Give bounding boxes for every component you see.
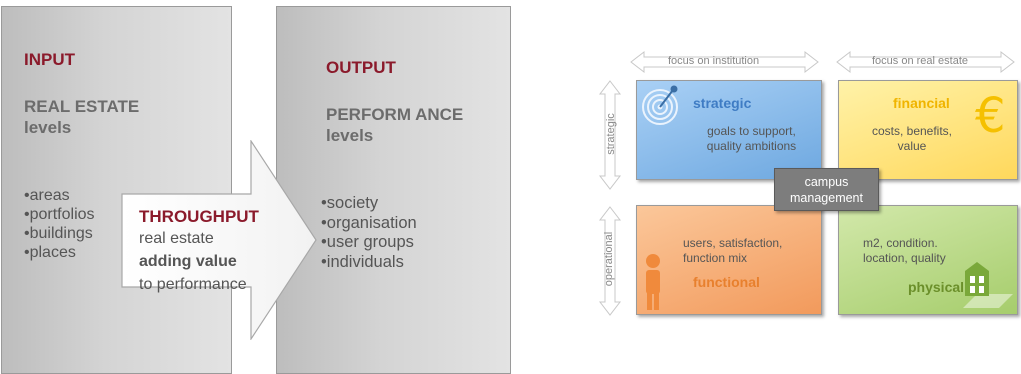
focus-real-estate-arrow <box>836 50 1015 74</box>
input-sub-line1: REAL ESTATE <box>24 97 140 116</box>
output-list: •society •organisation •user groups •ind… <box>321 194 417 272</box>
input-sub-line2: levels <box>24 118 72 137</box>
throughput-heading: THROUGHPUT <box>139 207 259 226</box>
physical-box: m2, condition. location, quality physica… <box>838 205 1018 315</box>
list-item: •areas <box>24 187 70 204</box>
campus-management-box: campus management <box>774 168 879 211</box>
operational-axis-label: operational <box>603 231 616 287</box>
list-item: •society <box>321 194 379 212</box>
campus-line1: campus <box>804 175 849 189</box>
throughput-arrow <box>121 140 317 340</box>
functional-box: users, satisfaction, function mix functi… <box>636 205 822 315</box>
target-icon <box>642 85 678 125</box>
output-heading: OUTPUT <box>326 58 396 77</box>
strategic-title: strategic <box>693 95 752 111</box>
strategic-text-line1: goals to support, <box>707 124 796 138</box>
functional-text-line2: function mix <box>683 251 748 265</box>
physical-text: m2, condition. location, quality <box>863 236 973 266</box>
physical-text-line2: location, quality <box>863 251 946 265</box>
financial-text-line1: costs, benefits, <box>871 124 953 138</box>
output-subheading: PERFORM ANCE levels <box>326 104 463 146</box>
financial-text-line2: value <box>897 139 927 153</box>
input-panel <box>1 6 232 374</box>
euro-icon: € <box>975 88 1006 144</box>
focus-institution-label: focus on institution <box>668 55 760 67</box>
output-sub-line1: PERFORM ANCE <box>326 105 464 124</box>
campus-line2: management <box>790 191 863 205</box>
functional-text: users, satisfaction, function mix <box>683 236 815 266</box>
strategic-box: strategic goals to support, quality ambi… <box>636 80 822 180</box>
focus-real-estate-label: focus on real estate <box>872 55 969 67</box>
focus-institution-arrow <box>630 50 819 74</box>
person-icon <box>646 254 660 310</box>
throughput-line3: to performance <box>139 276 247 293</box>
output-panel <box>276 6 511 374</box>
list-item: •portfolios <box>24 206 95 223</box>
physical-text-line1: m2, condition. <box>863 236 938 250</box>
list-item: •organisation <box>321 213 417 232</box>
output-sub-line2: levels <box>326 126 374 145</box>
physical-title: physical <box>908 279 965 295</box>
list-item: •individuals <box>321 252 404 271</box>
throughput-line1: real estate <box>139 230 214 247</box>
financial-title: financial <box>893 95 950 111</box>
strategic-axis-arrow <box>598 80 622 190</box>
throughput-line2: adding value <box>139 253 237 270</box>
input-subheading: REAL ESTATE levels <box>24 96 139 138</box>
list-item: •buildings <box>24 225 93 242</box>
list-item: •user groups <box>321 233 414 251</box>
financial-box: financial € costs, benefits, value <box>838 80 1018 180</box>
input-heading: INPUT <box>24 50 75 69</box>
functional-text-line1: users, satisfaction, <box>683 236 783 250</box>
house-icon <box>963 262 1013 308</box>
functional-title: functional <box>693 274 760 290</box>
strategic-axis-label: strategic <box>604 113 617 155</box>
strategic-text: goals to support, quality ambitions <box>689 124 814 154</box>
strategic-text-line2: quality ambitions <box>706 139 797 153</box>
operational-axis-arrow <box>598 206 622 316</box>
financial-text: costs, benefits, value <box>857 124 967 154</box>
input-list: •areas •portfolios •buildings •places <box>24 186 95 262</box>
list-item: •places <box>24 244 76 261</box>
